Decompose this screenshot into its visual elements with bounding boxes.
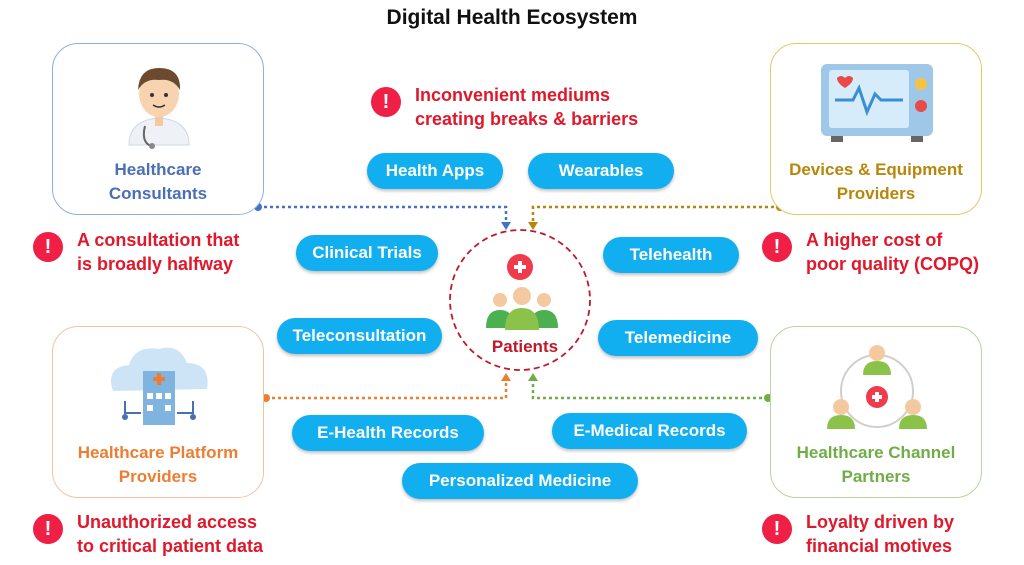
alert-icon: !: [33, 232, 63, 262]
warning-line-1: Unauthorized access: [77, 512, 258, 532]
warning-inconvenient-mediums: ! Inconvenient mediums creating breaks &…: [371, 83, 638, 131]
pill-telehealth: Telehealth: [603, 237, 739, 273]
warning-line-2: is broadly halfway: [77, 254, 234, 274]
pill-telemedicine: Telemedicine: [598, 320, 758, 356]
connector-devices: [531, 205, 780, 226]
card-label-line-2: Providers: [118, 467, 198, 486]
card-label-line-1: Healthcare Channel: [796, 443, 956, 462]
partner-network-icon: [827, 345, 927, 429]
pill-teleconsultation: Teleconsultation: [277, 318, 442, 354]
connector-devices-arrow: [528, 222, 538, 230]
connector-platform: [266, 378, 508, 400]
doctor-icon: [128, 68, 190, 149]
card-label-platform: Healthcare Platform Providers: [53, 441, 263, 489]
alert-icon: !: [762, 232, 792, 262]
warning-text: Loyalty driven by financial motives: [806, 510, 954, 558]
card-label-channel: Healthcare Channel Partners: [771, 441, 981, 489]
medical-monitor-icon: [821, 64, 933, 142]
connector-consultants: [258, 205, 508, 226]
cloud-hospital-icon: [111, 347, 208, 425]
card-label-consultants: Healthcare Consultants: [53, 158, 263, 206]
pill-personalized-medicine: Personalized Medicine: [402, 463, 638, 499]
warning-line-1: A higher cost of: [806, 230, 943, 250]
connector-platform-arrow: [501, 373, 511, 381]
warning-line-2: creating breaks & barriers: [415, 109, 639, 129]
patients-label: Patients: [491, 337, 559, 356]
warning-loyalty-financial: ! Loyalty driven by financial motives: [762, 510, 954, 558]
pill-health-apps: Health Apps: [367, 153, 503, 189]
warning-line-1: Loyalty driven by: [806, 512, 955, 532]
warning-line-2: financial motives: [806, 536, 953, 556]
card-label-line-1: Healthcare Platform: [77, 443, 239, 462]
card-devices-equipment: Devices & Equipment Providers: [770, 43, 982, 215]
card-label-line-1: Healthcare: [114, 160, 202, 179]
warning-line-1: A consultation that: [77, 230, 240, 250]
card-healthcare-platform: Healthcare Platform Providers: [52, 326, 264, 498]
warning-line-2: to critical patient data: [77, 536, 264, 556]
warning-text: A consultation that is broadly halfway: [77, 228, 239, 276]
card-label-line-1: Devices & Equipment: [789, 160, 963, 179]
card-label-devices: Devices & Equipment Providers: [771, 158, 981, 206]
alert-icon: !: [33, 514, 63, 544]
pill-e-medical-records: E-Medical Records: [552, 413, 747, 449]
connector-channel: [531, 378, 768, 400]
warning-text: A higher cost of poor quality (COPQ): [806, 228, 979, 276]
card-healthcare-consultants: Healthcare Consultants: [52, 43, 264, 215]
pill-e-health-records: E-Health Records: [292, 415, 484, 451]
card-label-line-2: Partners: [841, 467, 911, 486]
card-label-line-2: Consultants: [108, 184, 208, 203]
card-healthcare-channel: Healthcare Channel Partners: [770, 326, 982, 498]
pill-wearables: Wearables: [528, 153, 674, 189]
warning-line-1: Inconvenient mediums: [415, 85, 611, 105]
patients-group-icon: [486, 287, 558, 330]
card-label-line-2: Providers: [836, 184, 916, 203]
diagram-title: Digital Health Ecosystem: [386, 6, 638, 29]
warning-line-2: poor quality (COPQ): [806, 254, 979, 274]
connector-consultants-arrow: [501, 222, 511, 230]
warning-consultation-halfway: ! A consultation that is broadly halfway: [33, 228, 239, 276]
connector-channel-arrow: [528, 373, 538, 381]
alert-icon: !: [371, 87, 401, 117]
alert-icon: !: [762, 514, 792, 544]
warning-text: Unauthorized access to critical patient …: [77, 510, 263, 558]
warning-unauthorized-access: ! Unauthorized access to critical patien…: [33, 510, 263, 558]
pill-clinical-trials: Clinical Trials: [296, 235, 438, 271]
warning-text: Inconvenient mediums creating breaks & b…: [415, 83, 638, 131]
warning-copq: ! A higher cost of poor quality (COPQ): [762, 228, 979, 276]
connector-platform-dot: [262, 394, 270, 402]
